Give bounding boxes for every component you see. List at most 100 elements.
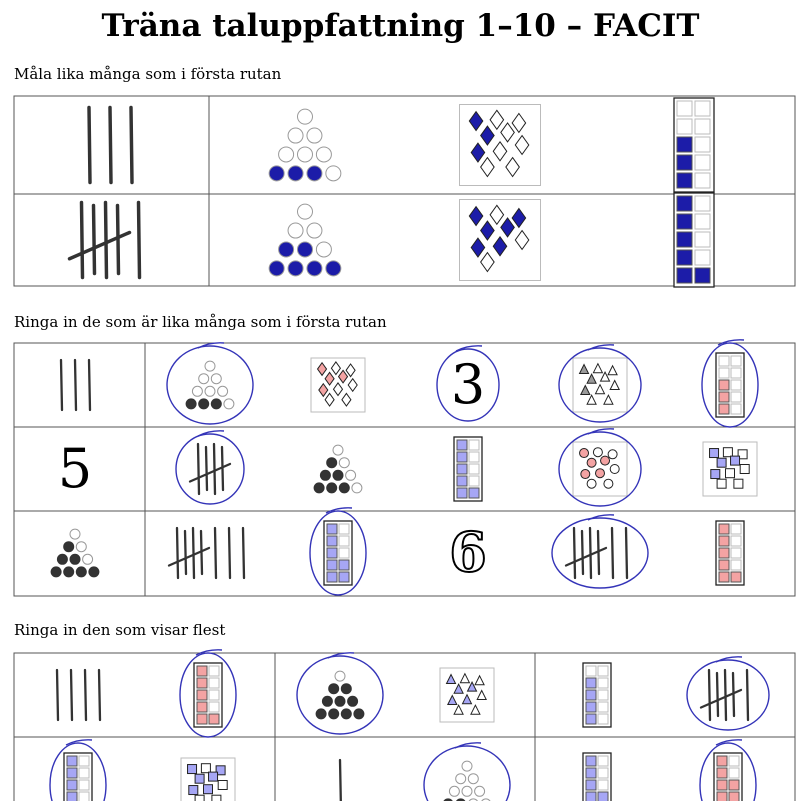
item-tally	[59, 358, 92, 412]
empty-cell	[585, 665, 597, 677]
empty-diamond	[514, 229, 530, 251]
filled-cell	[676, 249, 693, 266]
filled-square	[187, 764, 198, 775]
empty-cell	[208, 665, 220, 677]
empty-square	[725, 468, 735, 479]
answer-circle	[558, 431, 642, 507]
filled-dot	[340, 683, 352, 695]
answer-circle	[423, 745, 511, 801]
empty-circle	[607, 449, 618, 460]
filled-triangle	[466, 680, 478, 692]
filled-dot	[319, 469, 331, 481]
empty-cell	[78, 767, 90, 779]
empty-cell	[694, 100, 711, 117]
empty-dot	[461, 760, 473, 772]
filled-cell	[597, 791, 609, 801]
answer-circle-tick	[197, 342, 225, 349]
empty-cell	[338, 535, 350, 547]
tally-mark	[83, 668, 88, 722]
answer-circle	[49, 742, 107, 801]
answer-circle-tick	[587, 344, 615, 351]
filled-dot	[297, 241, 313, 258]
empty-cell	[597, 767, 609, 779]
empty-triangle	[609, 379, 621, 390]
filled-cell	[585, 755, 597, 767]
filled-cell	[718, 403, 730, 415]
filled-diamond	[468, 205, 484, 227]
empty-dot	[315, 241, 332, 258]
filled-cell	[585, 713, 597, 725]
tally-mark	[610, 526, 615, 580]
filled-square	[716, 457, 727, 468]
empty-cell	[676, 118, 693, 135]
empty-cell	[730, 379, 742, 391]
empty-diamond	[492, 140, 508, 162]
filled-dot	[75, 566, 87, 578]
empty-square	[211, 794, 222, 801]
filled-dot	[268, 260, 285, 277]
empty-dot	[468, 798, 478, 801]
empty-dot	[204, 385, 216, 397]
item-frame	[309, 507, 367, 596]
answer-circle-tick	[587, 428, 615, 435]
tally-slash	[564, 546, 608, 567]
filled-cell	[326, 571, 338, 583]
numeral: 6	[449, 520, 487, 584]
filled-diamond	[468, 110, 484, 132]
filled-dot	[315, 708, 327, 720]
item-tally	[167, 526, 246, 580]
empty-cell	[597, 713, 609, 725]
filled-diamond	[470, 142, 486, 163]
filled-cell	[716, 779, 728, 791]
filled-dot	[332, 469, 344, 481]
answer-circle	[701, 342, 759, 428]
empty-cell	[338, 547, 350, 559]
answer-circle	[175, 433, 245, 505]
filled-dot	[338, 482, 350, 494]
empty-diamond	[330, 361, 342, 376]
empty-triangle	[603, 394, 614, 405]
empty-cell	[718, 367, 730, 379]
item-box	[558, 344, 642, 423]
filled-cell	[728, 791, 740, 801]
filled-cell	[676, 267, 693, 284]
item-frame	[699, 739, 757, 801]
empty-square	[194, 794, 205, 801]
tally-mark	[715, 671, 720, 718]
answer-circle	[436, 348, 500, 422]
filled-dot	[287, 165, 304, 182]
empty-dot	[306, 222, 323, 239]
empty-dot	[306, 127, 323, 144]
filled-cell	[676, 172, 693, 189]
filled-square	[710, 469, 721, 480]
item-pyramid	[296, 652, 384, 735]
empty-dot	[204, 360, 216, 372]
tally-mark	[191, 526, 196, 580]
filled-triangle	[453, 683, 464, 694]
tally-mark	[73, 358, 78, 412]
filled-diamond	[511, 207, 527, 229]
answer-circle	[309, 510, 367, 596]
filled-cell	[66, 767, 78, 779]
empty-dot	[82, 553, 94, 565]
filled-cell	[585, 677, 597, 689]
empty-triangle	[594, 383, 606, 395]
filled-square	[203, 784, 213, 795]
empty-dot	[223, 398, 235, 410]
filled-dot	[326, 457, 338, 469]
tally-mark	[588, 526, 593, 580]
item-box	[459, 104, 541, 186]
answer-circle-tick	[325, 507, 353, 514]
empty-diamond	[345, 363, 356, 378]
item-frame	[701, 339, 759, 428]
item-tally	[175, 430, 245, 505]
tally-mark	[580, 529, 585, 576]
filled-cell	[716, 791, 728, 801]
filled-cell	[196, 689, 208, 701]
item-tally	[87, 105, 134, 185]
empty-cell	[728, 755, 740, 767]
tally-mark	[91, 203, 97, 276]
empty-diamond	[511, 112, 527, 134]
empty-triangle	[592, 362, 604, 374]
filled-diamond	[500, 217, 515, 238]
